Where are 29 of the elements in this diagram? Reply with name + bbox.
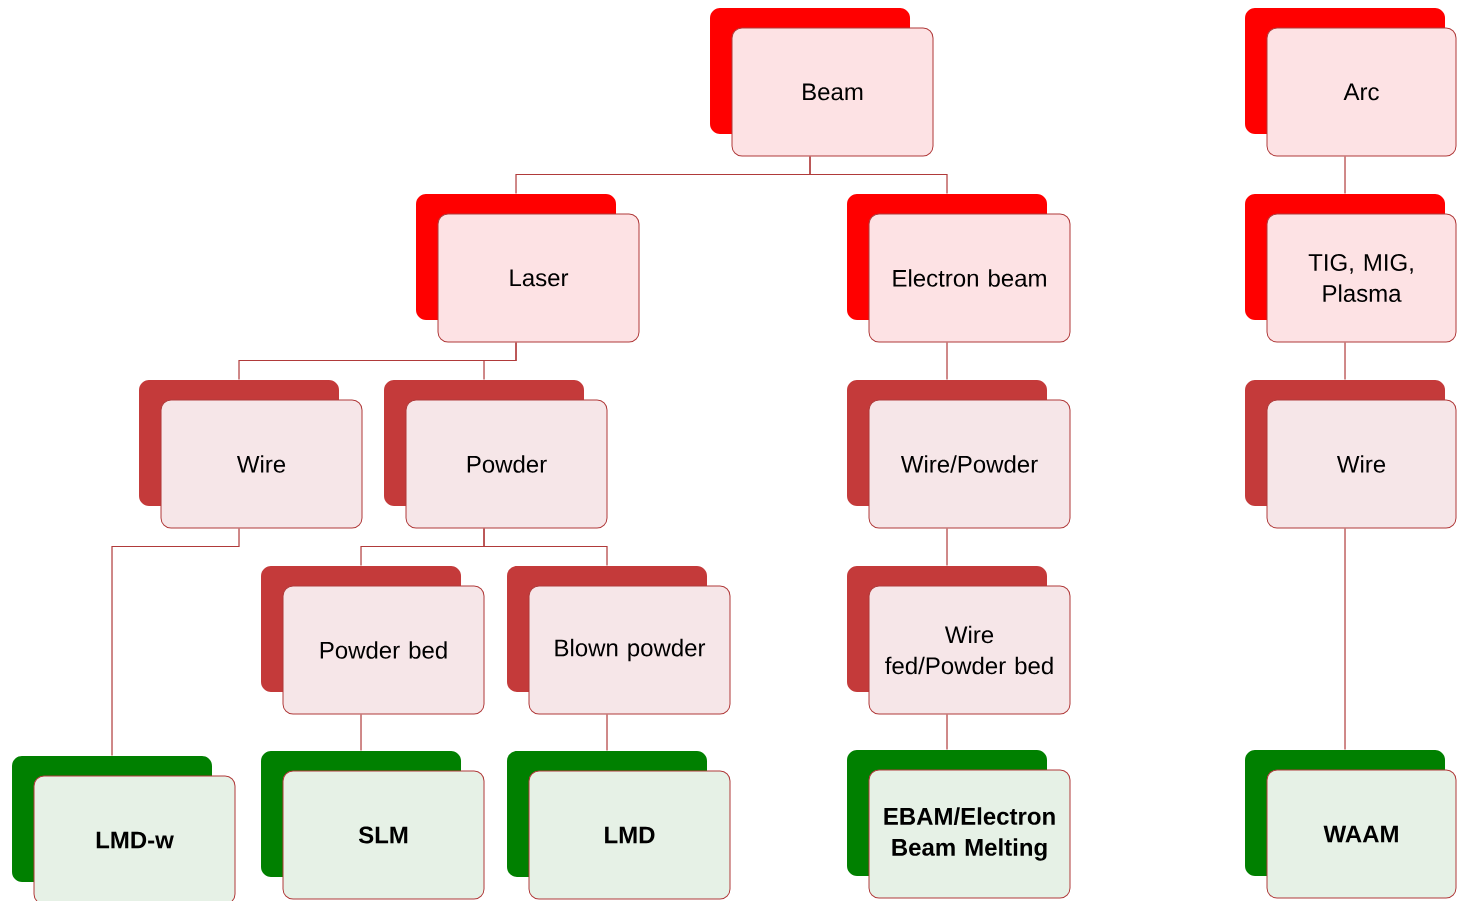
process-box: Wire fed/Powder bed — [847, 566, 1071, 715]
process-box: Wire — [1245, 380, 1457, 529]
process-box: LMD — [507, 751, 731, 900]
process-box: SLM — [261, 751, 485, 900]
connector-line — [946, 713, 948, 751]
process-box: Beam — [710, 8, 934, 157]
process-box: EBAM/Electron Beam Melting — [847, 750, 1071, 899]
connector-line — [946, 527, 948, 567]
connector-line — [1344, 155, 1346, 195]
process-box: Blown powder — [507, 566, 731, 715]
process-box: Powder bed — [261, 566, 485, 715]
connector-line — [1344, 527, 1346, 751]
connector-line — [1344, 341, 1346, 381]
connector-line — [111, 527, 240, 757]
process-box: TIG, MIG, Plasma — [1245, 194, 1457, 343]
connector-line — [606, 713, 608, 752]
process-box: WAAM — [1245, 750, 1457, 899]
connector-line — [483, 341, 517, 381]
process-box: Electron beam — [847, 194, 1071, 343]
connector-line — [360, 713, 362, 752]
process-box: LMD-w — [12, 756, 236, 901]
connector-line — [946, 341, 948, 381]
connector-line — [809, 155, 948, 195]
process-box: Powder — [384, 380, 608, 529]
process-box: Arc — [1245, 8, 1457, 157]
process-box: Laser — [416, 194, 640, 343]
process-box: Wire — [139, 380, 363, 529]
connector-line — [483, 527, 608, 567]
process-box: Wire/Powder — [847, 380, 1071, 529]
